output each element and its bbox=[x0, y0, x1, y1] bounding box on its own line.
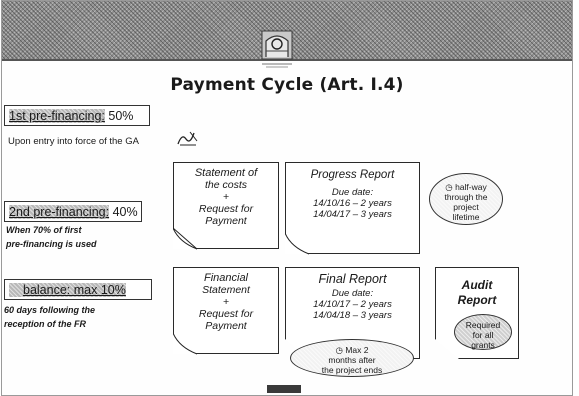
callout-line: project bbox=[453, 202, 479, 212]
doc-line: the costs bbox=[204, 179, 248, 191]
clock-icon: ◷ bbox=[445, 182, 453, 192]
stage-first-prefinancing: 1st pre-financing: 50% bbox=[4, 105, 150, 126]
doc-line: Report bbox=[457, 293, 497, 307]
stage-value: 40% bbox=[112, 205, 138, 219]
page-title: Payment Cycle (Art. I.4) bbox=[170, 75, 404, 95]
doc-line: Statement of bbox=[194, 167, 258, 179]
footer-logo bbox=[267, 385, 301, 393]
doc-line: Payment bbox=[205, 320, 247, 332]
header-divider bbox=[2, 59, 572, 61]
callout-line: months after bbox=[328, 355, 376, 365]
doc-financial-statement: Financial Statement + Request for Paymen… bbox=[173, 267, 279, 354]
doc-due-date: 14/04/18 – 3 years bbox=[313, 310, 392, 321]
doc-line: Statement bbox=[202, 284, 250, 296]
callout-line: ◷ Max 2 bbox=[291, 345, 413, 355]
doc-statement-costs: Statement of the costs + Request for Pay… bbox=[173, 162, 279, 249]
doc-due-date: 14/10/17 – 2 years bbox=[313, 299, 392, 310]
stage-balance: balance: max 10% bbox=[4, 279, 152, 300]
doc-due-date: 14/04/17 – 3 years bbox=[313, 209, 392, 220]
doc-line: Payment bbox=[205, 215, 247, 227]
doc-title: Final Report bbox=[318, 272, 387, 286]
callout-line: ◷ half-way bbox=[430, 182, 502, 192]
stage-label: 2nd pre-financing: bbox=[9, 205, 110, 219]
clock-icon: ◷ bbox=[335, 345, 343, 355]
page-fold-icon bbox=[173, 333, 198, 355]
callout-line: lifetime bbox=[452, 212, 480, 222]
callout-required-all-grants: Required for all grants bbox=[454, 314, 512, 350]
callout-line: through the bbox=[444, 192, 488, 202]
emblem-caption-graphic bbox=[262, 63, 292, 68]
callout-halfway: ◷ half-way through the project lifetime bbox=[429, 173, 503, 225]
emblem-icon bbox=[261, 30, 293, 60]
note-line: When 70% of first bbox=[6, 225, 82, 235]
note-line: pre-financing is used bbox=[6, 239, 97, 249]
stage-value: 50% bbox=[108, 109, 134, 123]
callout-line: for all bbox=[472, 330, 494, 340]
callout-text: half-way bbox=[455, 182, 487, 192]
note-line: 60 days following the bbox=[4, 305, 96, 315]
note-text: Upon entry into force of the GA bbox=[8, 136, 139, 147]
doc-due-label: Due date: bbox=[331, 288, 374, 299]
callout-line: Required bbox=[465, 320, 501, 330]
callout-line: the project ends bbox=[321, 365, 383, 375]
callout-text: Max 2 bbox=[345, 345, 369, 355]
doc-due-label: Due date: bbox=[331, 187, 374, 198]
callout-line: grants bbox=[471, 340, 495, 350]
stage-label: 1st pre-financing: bbox=[9, 109, 105, 123]
page-fold-icon bbox=[285, 233, 310, 255]
doc-line: + bbox=[222, 191, 230, 203]
doc-progress-report: Progress Report Due date: 14/10/16 – 2 y… bbox=[285, 162, 420, 254]
note-line: reception of the FR bbox=[4, 319, 87, 329]
doc-due-date: 14/10/16 – 2 years bbox=[313, 198, 392, 209]
note-first: Upon entry into force of the GA bbox=[8, 136, 139, 147]
callout-max-two-months: ◷ Max 2 months after the project ends bbox=[290, 339, 414, 377]
note-second: When 70% of first pre-financing is used bbox=[6, 223, 126, 251]
doc-line: + bbox=[222, 296, 230, 308]
stage-label: balance: max 10% bbox=[9, 283, 126, 297]
doc-title: Progress Report bbox=[310, 169, 395, 181]
doc-line: Audit bbox=[461, 278, 493, 292]
doc-line: Request for bbox=[198, 308, 254, 320]
signature-icon bbox=[177, 131, 198, 146]
page-fold-icon bbox=[173, 228, 198, 250]
doc-line: Financial bbox=[203, 272, 249, 284]
doc-line: Request for bbox=[198, 203, 254, 215]
note-balance: 60 days following the reception of the F… bbox=[4, 303, 144, 331]
stage-second-prefinancing: 2nd pre-financing: 40% bbox=[4, 201, 142, 222]
